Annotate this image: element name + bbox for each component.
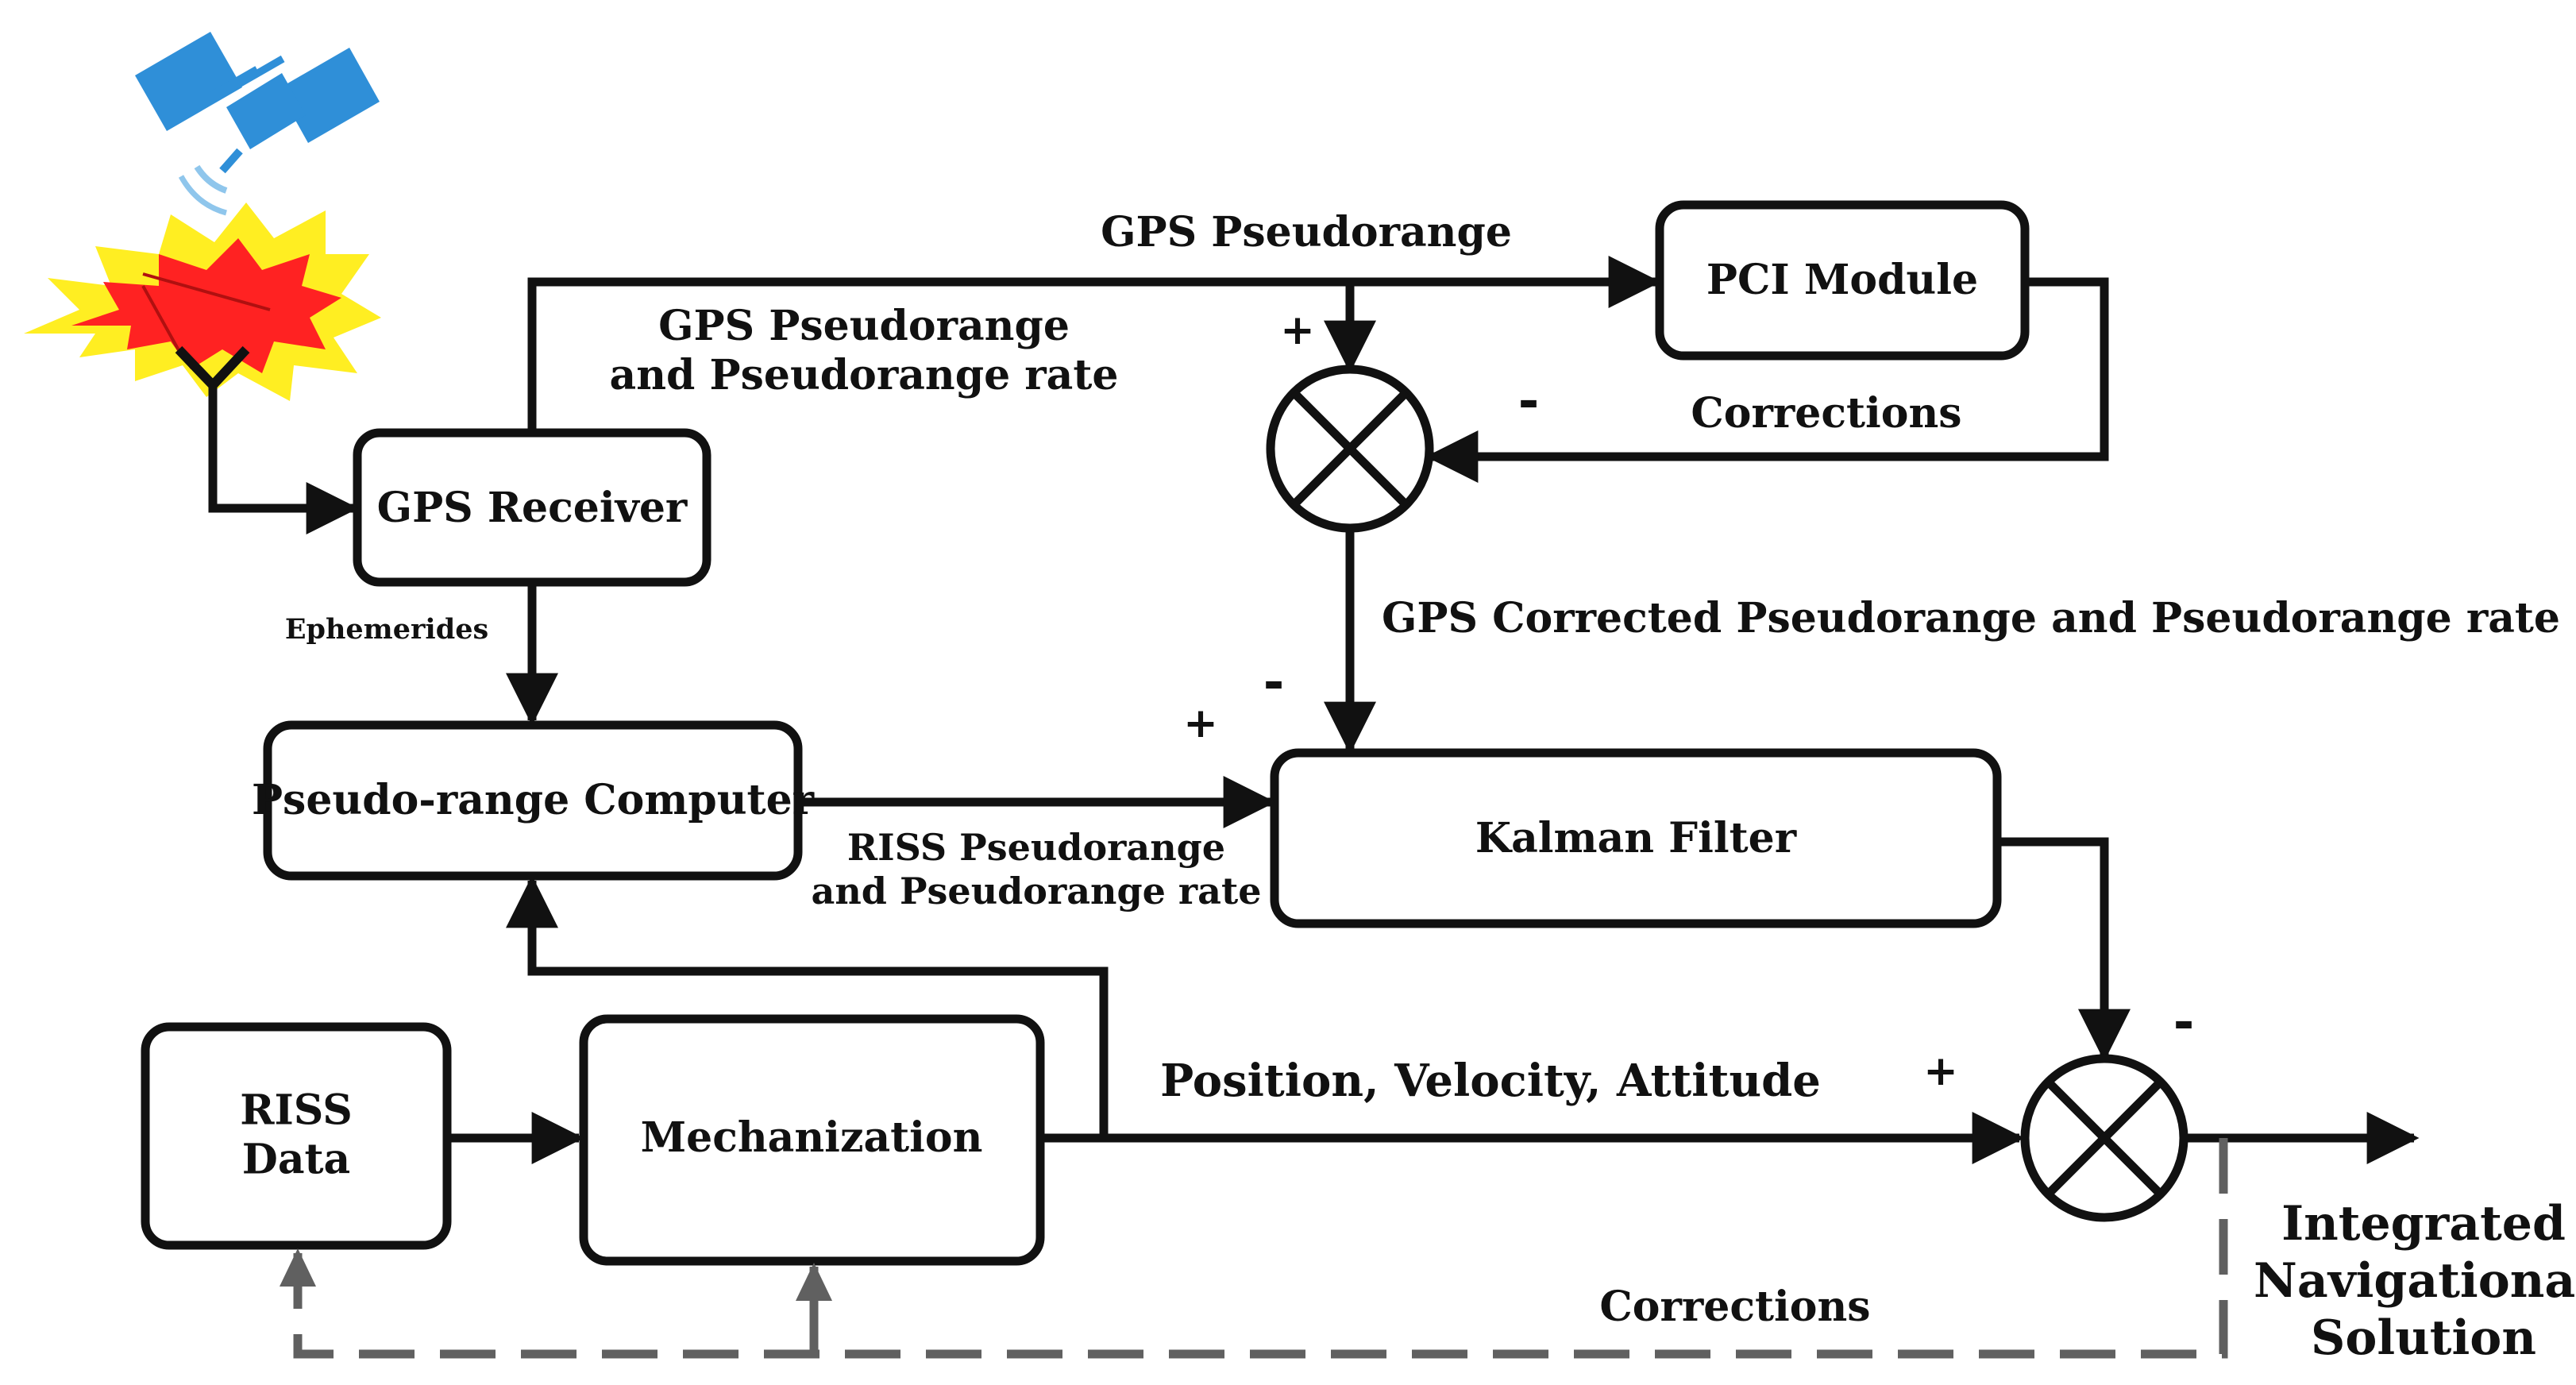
pseudo-range-computer-label: Pseudo-range Computer (251, 775, 815, 824)
signal-lines (208, 256, 2420, 1164)
pci-corrections-line (1425, 277, 2109, 483)
kalman-minus-sign: - (1263, 654, 1285, 712)
integrated-solution-label: Integrated Navigational Solution (2253, 1196, 2576, 1366)
summing-junction-icon (2020, 1054, 2188, 1222)
gps-pseudorange-to-pci-line (527, 256, 1661, 433)
sum2-plus-sign: + (1923, 1047, 1958, 1095)
mechanization-to-pseudo-range-line (506, 875, 1109, 1138)
corrections-feedback-arrowheads (280, 1248, 832, 1301)
summing-junction-icon (1266, 365, 1434, 533)
antenna-to-gps-receiver-line (208, 385, 359, 534)
sum1-plus-sign: + (1280, 307, 1315, 354)
pva-label: Position, Velocity, Attitude (1160, 1055, 1821, 1107)
corrections-top-label: Corrections (1691, 389, 1962, 438)
signal-burst-icon (24, 203, 381, 401)
pci-module-label: PCI Module (1706, 255, 1979, 304)
sum2-minus-sign: - (2173, 993, 2195, 1052)
corrections-feedback-line (293, 1138, 2228, 1359)
kalman-to-sum2-line (1997, 837, 2131, 1062)
corrections-bottom-label: Corrections (1599, 1283, 1871, 1331)
riss-data-label: RISS Data (240, 1086, 353, 1184)
riss-pseudorange-label: RISS Pseudorange and Pseudorange rate (811, 826, 1262, 913)
gps-pseudorange-rate-label: GPS Pseudorange and Pseudorange rate (609, 302, 1119, 400)
satellite-icon (135, 32, 380, 216)
sum1-minus-sign: - (1517, 372, 1540, 431)
gps-corrected-label: GPS Corrected Pseudorange and Pseudorang… (1382, 594, 2561, 642)
mechanization-label: Mechanization (640, 1113, 983, 1162)
kalman-filter-label: Kalman Filter (1475, 813, 1797, 862)
kalman-plus-sign: + (1183, 700, 1218, 747)
ephemerides-label: Ephemerides (284, 613, 489, 646)
gps-pseudorange-label: GPS Pseudorange (1101, 208, 1512, 257)
gps-receiver-label: GPS Receiver (376, 483, 688, 532)
